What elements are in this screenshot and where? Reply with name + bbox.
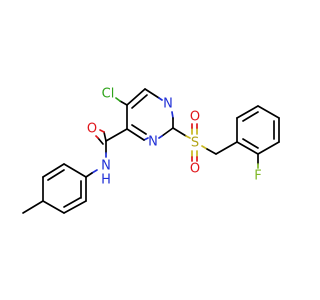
bond-n-tolyl-n (91, 169, 98, 174)
bond-c5-c6 (126, 88, 146, 106)
atom-labels: Cl N N O N H S O O F (87, 87, 262, 188)
bond-tol-5-6 (63, 200, 87, 214)
bond-c4-camide (105, 128, 128, 142)
bond-fph-5-6 (257, 141, 280, 155)
atom-nh: N (101, 159, 111, 174)
bond-c2-s (172, 127, 187, 137)
bond-camide-o (103, 131, 107, 142)
bond-c6-n1 (144, 88, 160, 99)
bond-fph-6-1-inner (242, 138, 259, 149)
bond-c2-s-s (185, 135, 191, 139)
bond-camide-o-2 (97, 137, 104, 145)
bond-tol-2-3-inner (47, 169, 65, 181)
bond-fph-6-1 (236, 141, 259, 155)
atom-o-sulfonyl-top: O (190, 110, 200, 125)
bond-n3-c4 (126, 128, 145, 141)
bond-camide-o-o (99, 129, 105, 133)
atom-h: H (101, 173, 111, 188)
atom-s: S (191, 136, 199, 151)
atom-o-amide: O (87, 122, 97, 137)
bond-n3-c4-inner (131, 124, 147, 135)
molecule-diagram: Cl N N O N H S O O F (22, 87, 280, 214)
bond-tol-1-2 (63, 163, 87, 178)
atom-o-sulfonyl-bottom: O (190, 162, 200, 177)
bonds (22, 88, 280, 214)
bond-s-ch2 (206, 148, 217, 155)
bond-camide-o-2-o (95, 135, 99, 139)
bond-c2-n3-n (158, 135, 163, 139)
bond-c5-cl (119, 100, 128, 106)
atom-n-ring-bottom: N (148, 135, 158, 150)
bond-c5-c6-inner (131, 94, 148, 109)
atom-cl: Cl (102, 87, 115, 102)
bond-c2-n3 (161, 127, 174, 137)
bond-fph-2-3 (236, 105, 259, 119)
bond-tol-2-3 (42, 163, 65, 178)
bond-fph-2-3-inner (242, 111, 259, 122)
bond-s-ch2-s (201, 145, 208, 150)
bond-n1-c2-n (171, 111, 174, 119)
bond-n-tolyl (85, 172, 93, 178)
bond-c6-n1-n (158, 97, 163, 101)
bond-tol-methyl (22, 200, 44, 214)
bond-fph-3-4 (257, 105, 280, 119)
bond-tol-4-5 (42, 200, 65, 214)
bond-c5-cl-cl (115, 97, 121, 102)
atom-f: F (254, 169, 261, 184)
bond-tol-5-6-inner (63, 197, 81, 208)
atom-n-ring-top: N (163, 97, 173, 112)
bond-ch2-ar (215, 141, 238, 155)
